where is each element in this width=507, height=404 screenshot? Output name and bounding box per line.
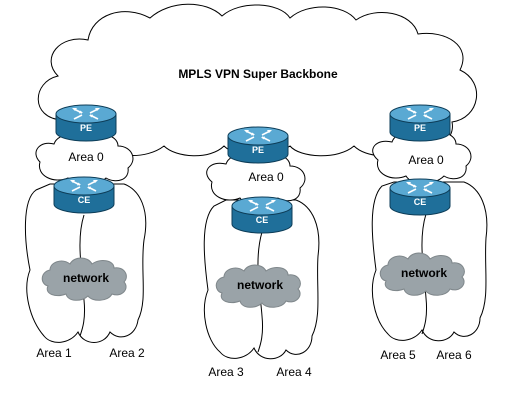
area-label-3: Area 3 [208,365,244,379]
area0-label-3: Area 0 [408,153,444,167]
backbone-label: MPLS VPN Super Backbone [178,67,338,81]
area-divider-3 [421,213,427,335]
site-1: Area 0 PE CE network Area 1 Area 2 [24,104,147,360]
pe-label-3: PE [414,123,426,133]
pe-label-1: PE [80,123,92,133]
network-cloud-1: network [41,257,127,301]
network-cloud-3: network [379,252,465,296]
ce-router-1[interactable]: CE [53,176,115,214]
area0-label-2: Area 0 [248,170,284,184]
network-label-1: network [63,271,109,285]
backbone-cloud [37,3,477,157]
network-label-3: network [401,266,447,280]
ce-router-2[interactable]: CE [231,196,293,234]
ce-label-2: CE [256,215,269,225]
network-cloud-2: network [215,264,301,308]
ce-label-3: CE [414,197,427,207]
ce-router-3[interactable]: CE [389,178,451,216]
area-label-5: Area 5 [380,348,416,362]
ce-label-1: CE [78,195,91,205]
area0-label-1: Area 0 [68,150,104,164]
area0-cloud-3 [372,131,472,184]
area-divider-1 [79,214,85,337]
area-label-6: Area 6 [436,348,472,362]
pe-label-2: PE [252,145,264,155]
pe-router-2[interactable]: PE [227,126,289,164]
site-2: Area 0 PE CE network Area 3 Area 4 [203,126,320,379]
pe-router-3[interactable]: PE [389,104,451,142]
area-label-2: Area 2 [109,346,145,360]
area-divider-2 [257,231,263,353]
site-3: Area 0 PE CE network Area 5 Area 6 [371,104,488,362]
area-label-1: Area 1 [36,346,72,360]
pe-router-1[interactable]: PE [55,104,117,142]
area-label-4: Area 4 [276,365,312,379]
network-label-2: network [237,278,283,292]
